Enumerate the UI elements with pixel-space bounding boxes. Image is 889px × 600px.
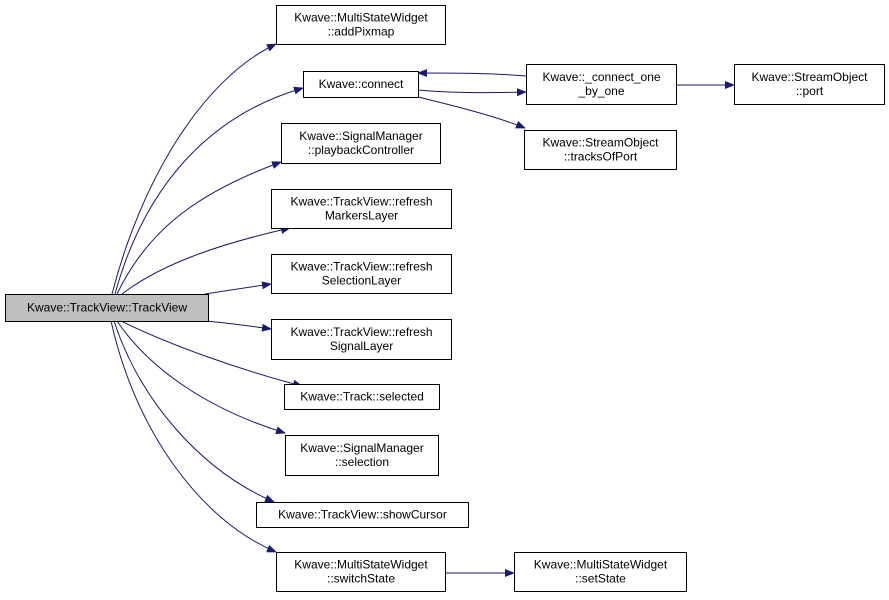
node-layer: Kwave::TrackView::TrackViewKwave::MultiS… <box>5 5 885 592</box>
node-label: SelectionLayer <box>322 274 401 288</box>
node-label: ::port <box>796 84 824 98</box>
node-label: ::tracksOfPort <box>564 150 638 164</box>
node-showCursor[interactable]: Kwave::TrackView::showCursor <box>256 502 469 528</box>
node-switchState[interactable]: Kwave::MultiStateWidget::switchState <box>276 552 446 592</box>
node-label: Kwave::_connect_one <box>542 70 660 84</box>
node-tracksOfPort[interactable]: Kwave::StreamObject::tracksOfPort <box>524 130 677 170</box>
node-label: ::setState <box>575 572 626 586</box>
node-label: Kwave::TrackView::refresh <box>290 260 432 274</box>
node-label: ::selection <box>335 455 389 469</box>
node-playbackController[interactable]: Kwave::SignalManager::playbackController <box>281 123 441 164</box>
node-box <box>256 502 469 528</box>
node-root[interactable]: Kwave::TrackView::TrackView <box>5 294 209 322</box>
edge-connect-to-tracksOfPort <box>417 96 526 129</box>
edge-root-to-refreshSignal <box>204 320 272 332</box>
node-label: ::switchState <box>327 572 395 586</box>
node-setState[interactable]: Kwave::MultiStateWidget::setState <box>514 552 687 592</box>
node-box <box>276 552 446 592</box>
node-label: Kwave::TrackView::TrackView <box>27 301 187 315</box>
node-label: ::playbackController <box>308 143 414 157</box>
node-box <box>285 435 439 476</box>
node-box <box>5 294 209 322</box>
node-label: Kwave::StreamObject <box>542 136 659 150</box>
node-box <box>281 123 441 164</box>
node-port[interactable]: Kwave::StreamObject::port <box>734 64 885 105</box>
edge-root-to-trackSelected <box>120 320 303 388</box>
node-label: Kwave::connect <box>319 77 404 91</box>
node-trackSelected[interactable]: Kwave::Track::selected <box>284 384 440 410</box>
node-addPixmap[interactable]: Kwave::MultiStateWidget::addPixmap <box>276 5 446 45</box>
node-connect[interactable]: Kwave::connect <box>303 71 419 98</box>
edge-layer <box>110 43 735 577</box>
edge-root-to-showCursor <box>113 320 275 503</box>
node-box <box>526 64 677 105</box>
node-box <box>271 254 452 294</box>
edge-root-to-connect <box>114 86 304 295</box>
node-box <box>514 552 687 592</box>
node-box <box>276 5 446 45</box>
node-box <box>271 319 452 360</box>
node-label: Kwave::MultiStateWidget <box>294 11 428 25</box>
node-box <box>734 64 885 105</box>
node-label: Kwave::TrackView::refresh <box>290 195 432 209</box>
node-label: Kwave::TrackView::showCursor <box>278 508 447 522</box>
node-label: SignalLayer <box>330 339 393 353</box>
edge-root-to-switchState <box>110 320 277 553</box>
edge-root-to-refreshMarkers <box>121 226 291 295</box>
node-label: Kwave::SignalManager <box>299 129 422 143</box>
node-label: Kwave::MultiStateWidget <box>294 558 428 572</box>
node-label: Kwave::Track::selected <box>300 390 424 404</box>
node-label: Kwave::SignalManager <box>300 441 423 455</box>
node-box <box>524 130 677 170</box>
edge-root-to-addPixmap <box>111 43 277 295</box>
node-label: Kwave::StreamObject <box>751 70 868 84</box>
node-connectOne[interactable]: Kwave::_connect_one_by_one <box>526 64 677 105</box>
node-label: Kwave::TrackView::refresh <box>290 325 432 339</box>
node-label: Kwave::MultiStateWidget <box>534 558 668 572</box>
node-label: _by_one <box>577 84 624 98</box>
edge-connect-to-connectOne <box>417 88 527 97</box>
node-box <box>303 71 419 98</box>
node-label: MarkersLayer <box>325 209 398 223</box>
edge-root-to-playbackController <box>116 161 282 295</box>
node-box <box>271 189 452 229</box>
edge-root-to-selection <box>116 320 286 435</box>
node-box <box>284 384 440 410</box>
node-selection[interactable]: Kwave::SignalManager::selection <box>285 435 439 476</box>
edge-connectOne-to-connect <box>417 69 527 78</box>
edge-root-to-refreshSelection <box>204 281 272 295</box>
node-label: ::addPixmap <box>328 25 395 39</box>
